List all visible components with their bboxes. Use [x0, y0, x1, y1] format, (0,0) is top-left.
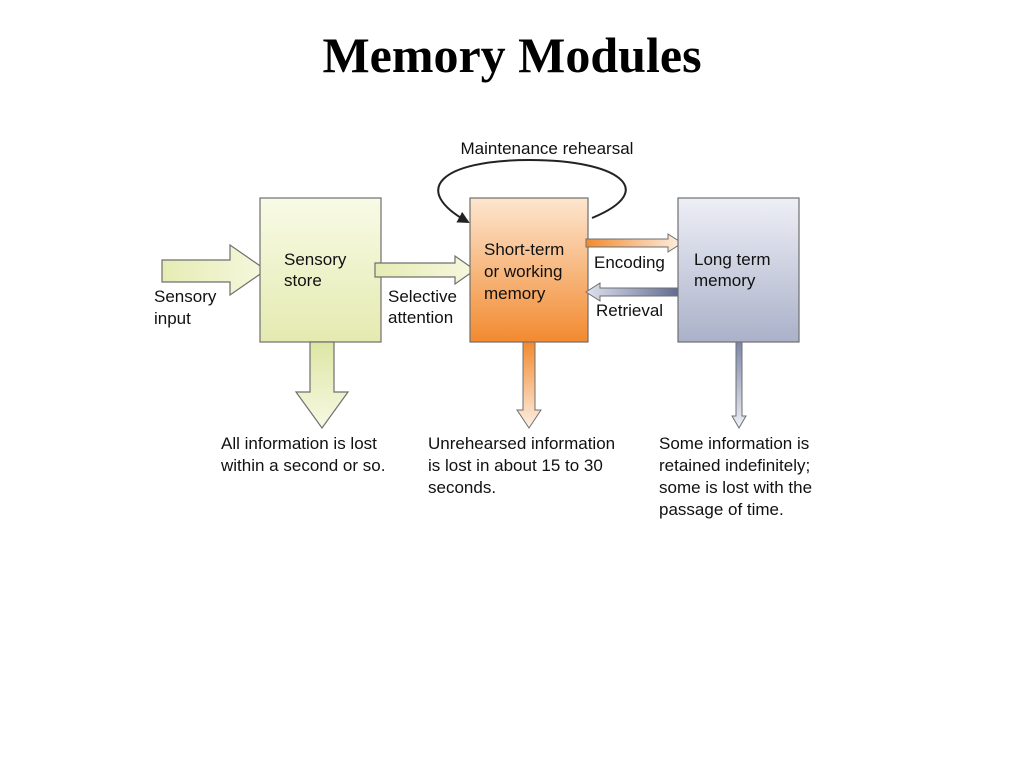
long-term-memory-box: [677, 197, 800, 343]
sensory-loss-arrow: [294, 341, 350, 430]
page-title: Memory Modules: [322, 27, 702, 83]
retrieval-arrow: [585, 282, 683, 302]
sensory-store-box: [259, 197, 382, 343]
retrieval-label: Retrieval: [596, 301, 663, 320]
long-term-loss-arrow: [731, 341, 747, 429]
encoding-label: Encoding: [594, 253, 665, 272]
rehearsal-label: Maintenance rehearsal: [461, 139, 634, 158]
encoding-arrow: [585, 233, 683, 253]
short-term-memory-label: Short-term or working memory: [484, 240, 569, 303]
long-term-loss-note: Some information is retained indefinitel…: [659, 434, 817, 519]
short-term-loss-arrow: [516, 341, 542, 429]
sensory-input-label: Sensory input: [154, 287, 221, 328]
selective-attention-label: Selective attention: [388, 287, 462, 327]
short-term-loss-note: Unrehearsed information is lost in about…: [428, 434, 620, 497]
sensory-store-label: Sensory store: [284, 250, 351, 290]
sensory-input-arrow: [161, 243, 268, 297]
sensory-loss-note: All information is lost within a second …: [220, 434, 385, 475]
rehearsal-loop-arrow: [437, 158, 627, 223]
long-term-memory-label: Long term memory: [694, 250, 775, 290]
selective-attention-arrow: [374, 254, 477, 286]
